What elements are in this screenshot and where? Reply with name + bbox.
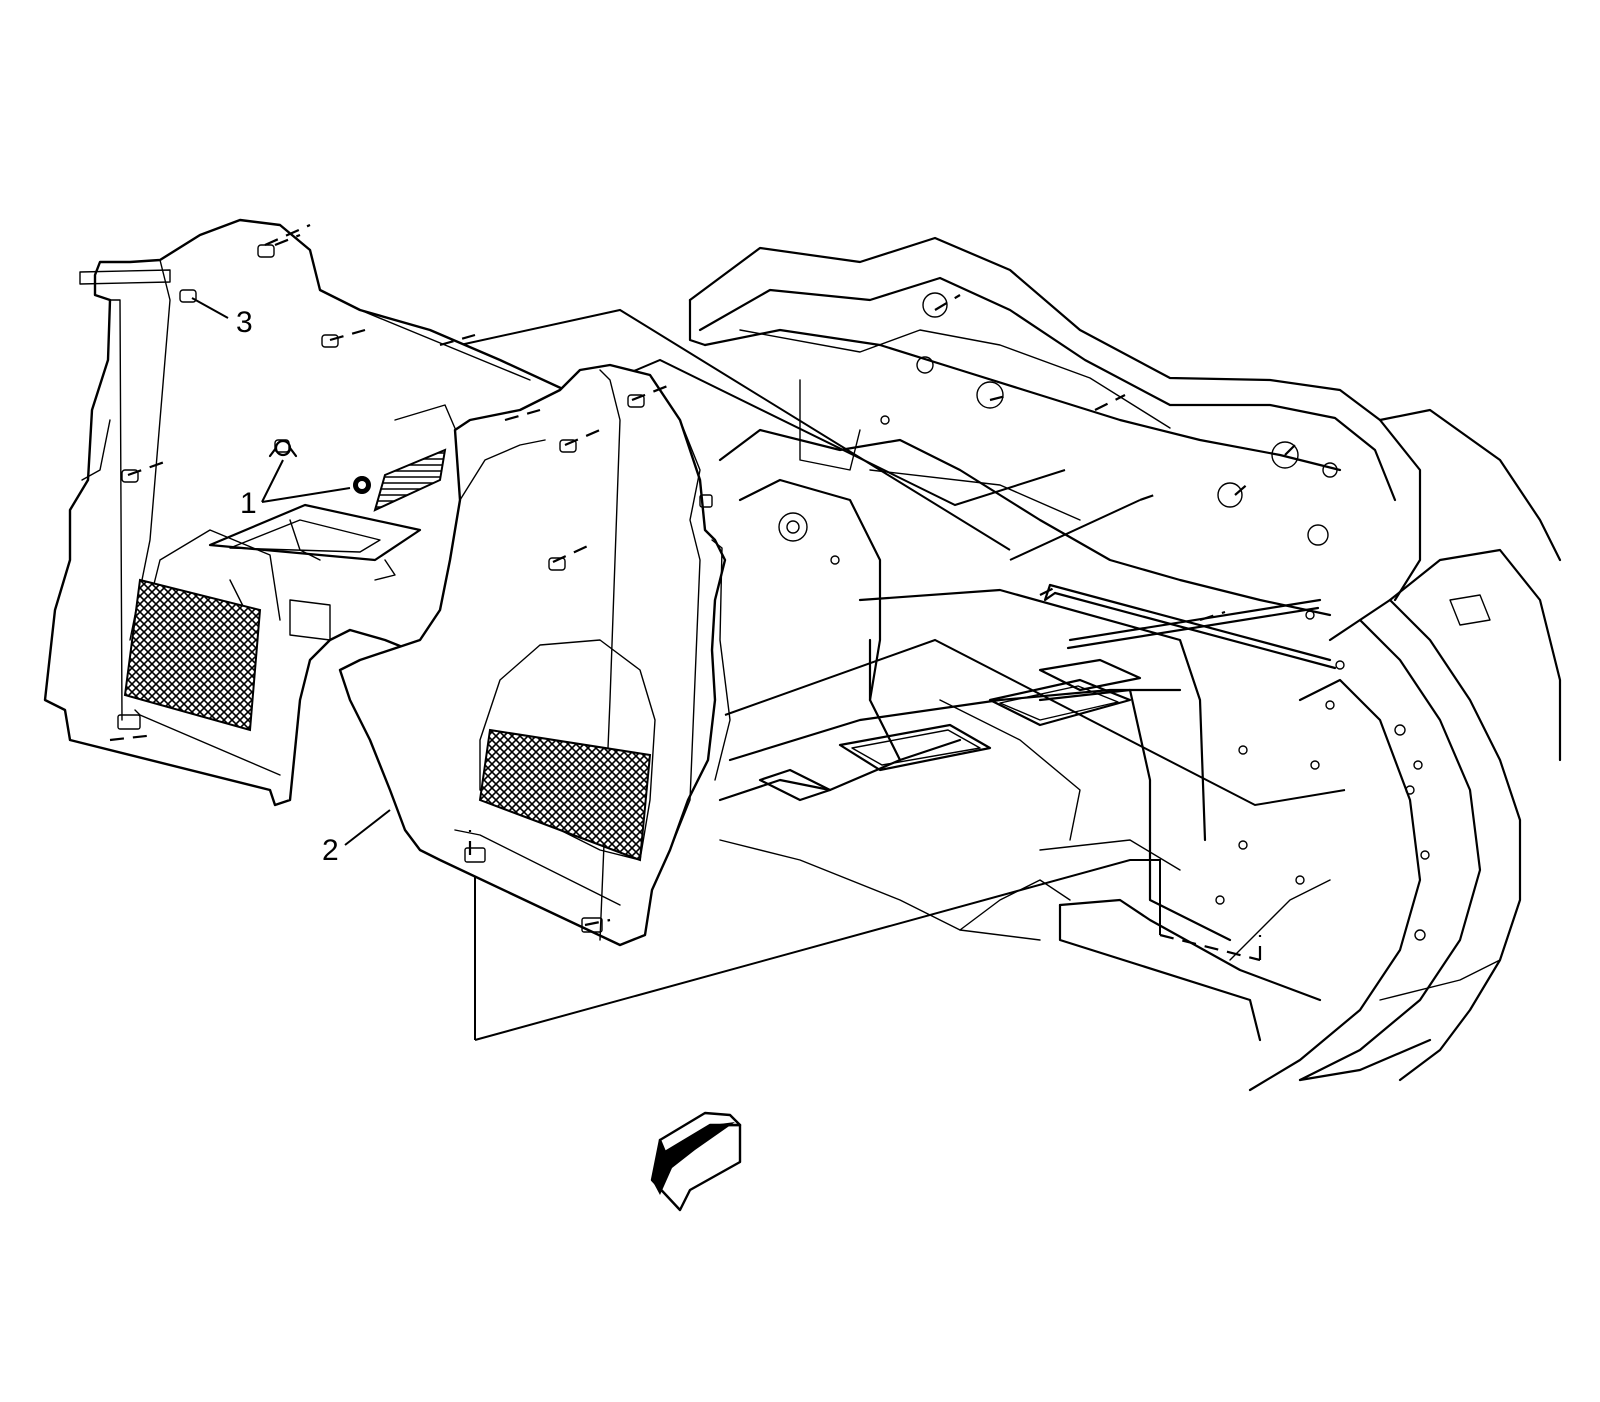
floor-mount-plates (758, 658, 1142, 802)
vehicle-body-structure (688, 236, 1562, 1092)
left-speaker-grille (123, 578, 262, 732)
fastener-alignment-dashes (109, 223, 1301, 962)
body-studs (778, 415, 1345, 905)
callout-leaders (191, 297, 391, 846)
push-pin-lower (353, 476, 371, 494)
push-pin-fasteners (268, 439, 371, 494)
callout-3: 3 (236, 306, 253, 339)
push-pin-upper (268, 439, 298, 458)
view-direction-arrow-icon (650, 1111, 742, 1212)
right-speaker-grille (478, 728, 652, 862)
callout-2: 2 (322, 834, 339, 867)
right-panel-clips (464, 394, 713, 933)
pillar-holes (1394, 724, 1430, 941)
callout-1: 1 (240, 487, 257, 520)
left-panel-vent (373, 448, 447, 512)
right-quarter-trim-panel (338, 363, 731, 947)
body-bracket-holes (916, 292, 1338, 546)
